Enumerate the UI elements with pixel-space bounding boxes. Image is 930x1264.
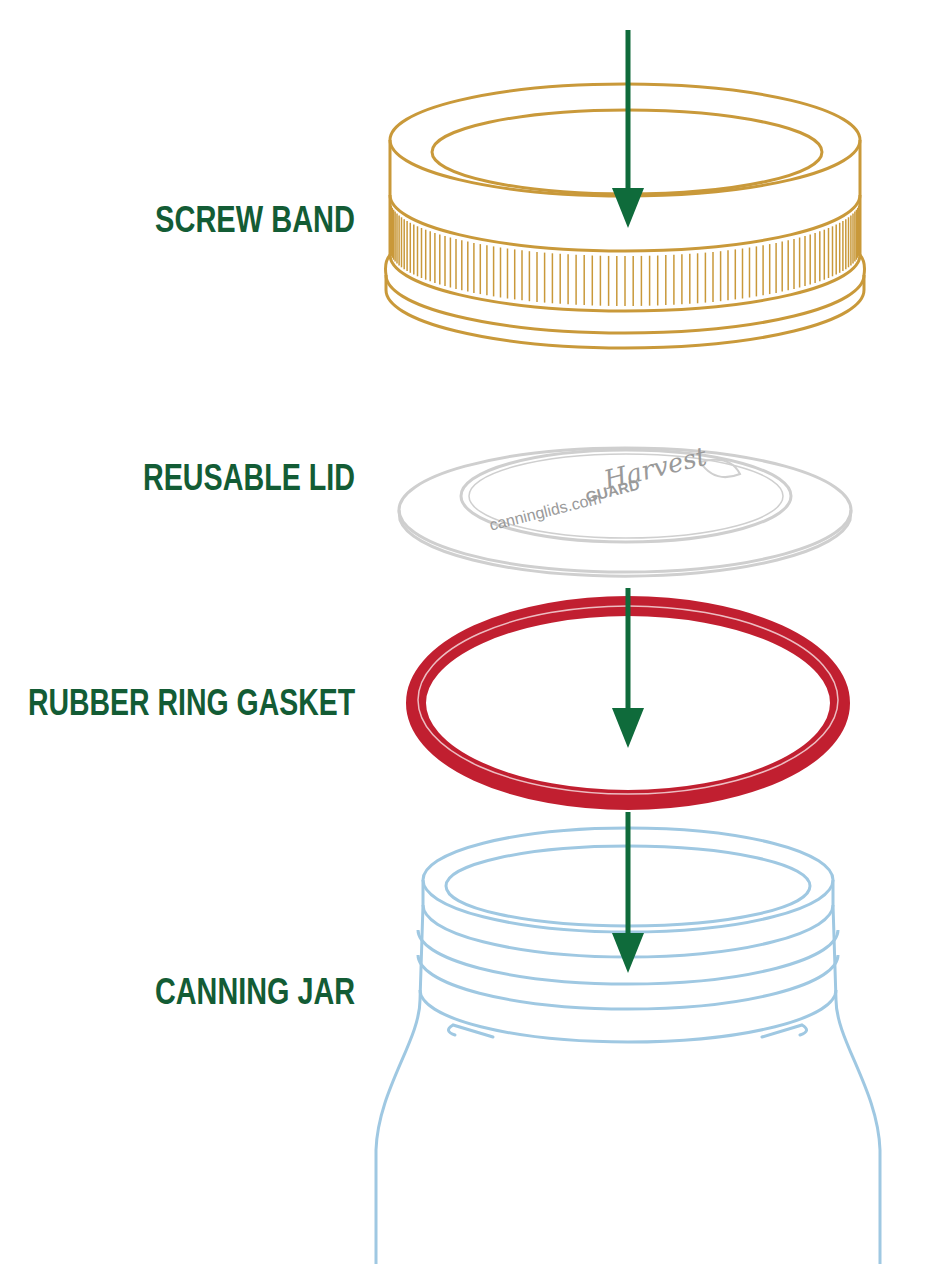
knurl-line xyxy=(756,246,758,296)
knurl-line xyxy=(735,249,737,299)
knurl-line xyxy=(799,238,801,288)
knurl-line xyxy=(455,239,457,289)
knurl-line xyxy=(649,256,651,306)
knurl-line xyxy=(493,246,495,296)
part-name: RUBBER RING GASKET xyxy=(28,683,355,723)
knurl-line xyxy=(429,231,431,281)
knurl-line xyxy=(624,256,626,306)
knurl-line xyxy=(845,219,847,269)
knurl-line xyxy=(575,255,577,305)
knurl-line xyxy=(480,244,482,294)
knurl-line xyxy=(705,253,707,303)
knurl-line xyxy=(592,256,594,306)
knurl-line xyxy=(417,226,419,276)
knurl-line xyxy=(434,233,436,283)
knurl-line xyxy=(809,235,811,285)
knurl-line xyxy=(749,248,751,298)
knurl-line xyxy=(393,210,395,260)
knurl-line xyxy=(842,221,844,271)
knurl-line xyxy=(529,251,531,301)
knurl-line xyxy=(421,228,423,278)
knurl-line xyxy=(608,256,610,306)
part-name: REUSABLE LID xyxy=(143,458,355,498)
knurl-line xyxy=(689,254,691,304)
knurl-line xyxy=(544,253,546,303)
knurl-line xyxy=(848,217,850,267)
knurl-line xyxy=(600,256,602,306)
knurl-line xyxy=(394,212,396,262)
knurl-line xyxy=(775,243,777,293)
knurl-line xyxy=(712,252,714,302)
knurl-line xyxy=(781,242,783,292)
knurl-line xyxy=(681,254,683,304)
knurl-line xyxy=(814,233,816,283)
assembly-arrows xyxy=(612,30,644,973)
knurl-line xyxy=(425,230,427,280)
knurl-line xyxy=(486,245,488,295)
knurl-line xyxy=(673,255,675,305)
knurl-line xyxy=(657,256,659,306)
knurl-line xyxy=(854,212,856,262)
knurl-line xyxy=(762,245,764,295)
knurl-line xyxy=(856,210,858,260)
knurl-line xyxy=(804,236,806,286)
knurl-line xyxy=(793,239,795,289)
knurl-line xyxy=(406,221,408,271)
knurl-line xyxy=(413,225,415,275)
knurl-line xyxy=(398,215,400,265)
knurl-line xyxy=(641,256,643,306)
knurl-line xyxy=(500,248,502,298)
part-name: SCREW BAND xyxy=(155,200,355,240)
knurl-line xyxy=(616,256,618,306)
knurl-line xyxy=(632,256,634,306)
knurl-line xyxy=(769,244,771,294)
knurl-line xyxy=(727,250,729,300)
part-name: CANNING JAR xyxy=(155,972,355,1012)
knurl-line xyxy=(742,249,744,299)
knurl-line xyxy=(473,243,475,293)
knurl-line xyxy=(697,253,699,303)
knurl-line xyxy=(536,252,538,302)
knurl-line xyxy=(410,223,412,273)
knurl-line xyxy=(832,226,834,276)
knurl-line xyxy=(559,254,561,304)
knurl-line xyxy=(521,250,523,300)
knurl-line xyxy=(850,215,852,265)
knurl-line xyxy=(403,219,405,269)
knurl-line xyxy=(852,214,854,264)
knurl-line xyxy=(835,225,837,275)
knurl-line xyxy=(824,230,826,280)
knurl-line xyxy=(720,251,722,301)
knurl-line xyxy=(439,235,441,285)
knurl-line xyxy=(467,242,469,292)
knurl-line xyxy=(839,223,841,273)
knurl-line xyxy=(507,249,509,299)
knurl-line xyxy=(819,231,821,281)
screw-band xyxy=(386,84,865,348)
knurl-line xyxy=(396,214,398,264)
knurl-line xyxy=(583,255,585,305)
knurl-line xyxy=(389,200,391,250)
knurl-line xyxy=(401,217,403,267)
knurl-line xyxy=(828,228,830,278)
knurl-line xyxy=(450,238,452,288)
knurl-line xyxy=(665,255,667,305)
knurl-line xyxy=(552,253,554,303)
knurl-line xyxy=(567,254,569,304)
knurl-line xyxy=(461,240,463,290)
knurl-line xyxy=(857,208,859,258)
knurl-line xyxy=(787,240,789,290)
knurl-line xyxy=(514,249,516,299)
knurl-line xyxy=(444,236,446,286)
